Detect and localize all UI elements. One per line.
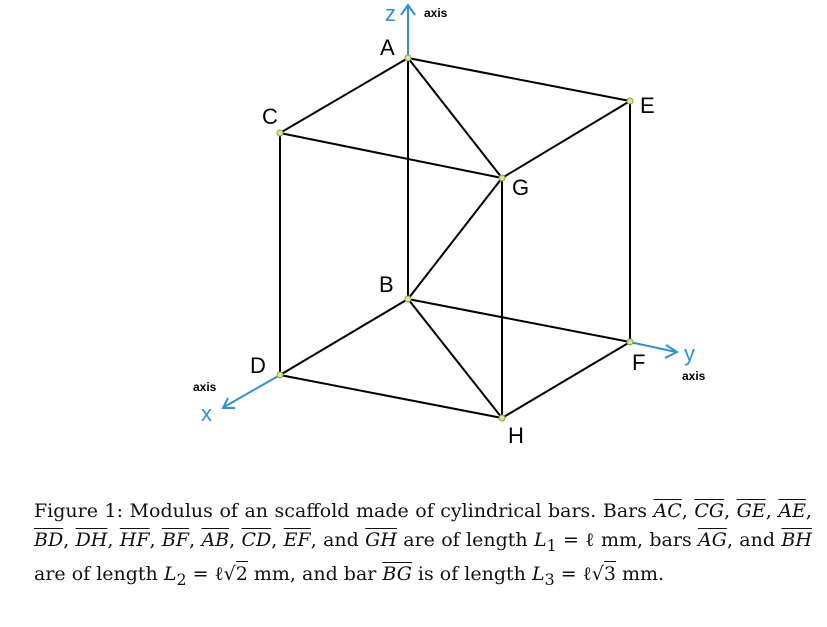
bar-BG bbox=[407, 177, 503, 300]
node-C bbox=[276, 129, 284, 137]
caption-L2-radicand: 2 bbox=[235, 560, 248, 585]
caption-bar-AG: AG bbox=[698, 529, 727, 551]
caption-bar-AC: AC bbox=[653, 500, 682, 522]
caption-bar-HF: HF bbox=[119, 529, 150, 551]
y-axis-letter: y bbox=[684, 341, 695, 366]
caption-bar-BF: BF bbox=[161, 529, 190, 551]
bar-BF bbox=[407, 298, 631, 343]
z-axis-arrow bbox=[400, 3, 416, 58]
label-G: G bbox=[512, 175, 529, 200]
node-E bbox=[626, 97, 634, 105]
caption-L3-sub: 3 bbox=[544, 569, 555, 589]
x-axis-arrow bbox=[221, 374, 281, 409]
axes-group bbox=[221, 3, 680, 409]
label-H: H bbox=[508, 423, 524, 448]
bar-AE bbox=[407, 57, 631, 102]
caption-bar-AB: AB bbox=[201, 529, 230, 551]
caption-L1-eq: = ℓ mm, bars bbox=[556, 529, 699, 551]
scaffold-diagram: A C E G B D F H z axis y axis x axis bbox=[193, 1, 706, 448]
caption-L2-eq: = ℓ√ bbox=[186, 562, 236, 585]
bar-BD bbox=[279, 298, 409, 376]
caption-and: , and bbox=[310, 529, 366, 551]
label-E: E bbox=[640, 93, 655, 118]
bar-AG bbox=[407, 57, 503, 179]
node-D bbox=[276, 371, 284, 379]
caption-bar-AE: AE bbox=[778, 500, 806, 522]
z-axis-letter: z bbox=[385, 1, 396, 26]
node-B bbox=[404, 295, 412, 303]
label-B: B bbox=[379, 272, 394, 297]
z-axis-word: axis bbox=[424, 6, 448, 20]
caption-bar-CD: CD bbox=[241, 529, 272, 551]
caption-L3-radicand: 3 bbox=[603, 560, 616, 585]
caption-prefix: Figure 1: Modulus of an scaffold made of… bbox=[34, 500, 654, 522]
node-A bbox=[404, 54, 412, 62]
caption-bar-list-L1: AC, CG, GE, AE, BD, DH, HF, BF, AB, CD, … bbox=[34, 500, 812, 551]
figure-caption: Figure 1: Modulus of an scaffold made of… bbox=[34, 500, 812, 589]
caption-bar-EF: EF bbox=[283, 529, 311, 551]
caption-L2-unit: mm, and bar bbox=[247, 562, 383, 585]
bar-AC bbox=[279, 57, 409, 134]
bars-group bbox=[279, 57, 631, 419]
axis-labels: z axis y axis x axis bbox=[193, 1, 706, 426]
x-axis-word: axis bbox=[193, 380, 217, 394]
caption-bar-DH: DH bbox=[75, 529, 108, 551]
caption-bar-BH: BH bbox=[781, 529, 812, 551]
nodes-group bbox=[276, 54, 634, 422]
caption-L3-unit: mm. bbox=[615, 562, 665, 585]
node-H bbox=[498, 414, 506, 422]
label-A: A bbox=[380, 35, 395, 60]
x-axis-letter: x bbox=[201, 401, 212, 426]
caption-bar-GH: GH bbox=[365, 529, 397, 551]
y-axis-word: axis bbox=[682, 369, 706, 383]
caption-bar-BD: BD bbox=[34, 529, 64, 551]
caption-L1: L bbox=[533, 529, 547, 551]
node-G bbox=[498, 174, 506, 182]
caption-L2-sub: 2 bbox=[176, 569, 187, 589]
bar-HF bbox=[501, 341, 631, 419]
bar-CG bbox=[279, 132, 503, 179]
caption-bar-CG: CG bbox=[694, 500, 725, 522]
node-F bbox=[626, 338, 634, 346]
caption-bar-BG: BG bbox=[382, 562, 412, 585]
caption-mid1: are of length bbox=[396, 529, 534, 551]
caption-L3-eq: = ℓ√ bbox=[554, 562, 604, 585]
caption-mid3: is of length bbox=[411, 562, 532, 585]
bar-BH bbox=[407, 298, 503, 419]
caption-L3: L bbox=[531, 562, 545, 585]
caption-L2: L bbox=[163, 562, 177, 585]
bar-GE bbox=[501, 100, 631, 179]
y-axis-arrow bbox=[629, 341, 680, 359]
vertex-labels: A C E G B D F H bbox=[250, 35, 655, 448]
bar-DH bbox=[279, 374, 503, 419]
label-F: F bbox=[632, 350, 645, 375]
caption-mid2: are of length bbox=[34, 562, 164, 585]
label-D: D bbox=[250, 353, 266, 378]
label-C: C bbox=[262, 104, 278, 129]
caption-L1-sub: 1 bbox=[546, 535, 557, 555]
caption-bar-GE: GE bbox=[736, 500, 766, 522]
